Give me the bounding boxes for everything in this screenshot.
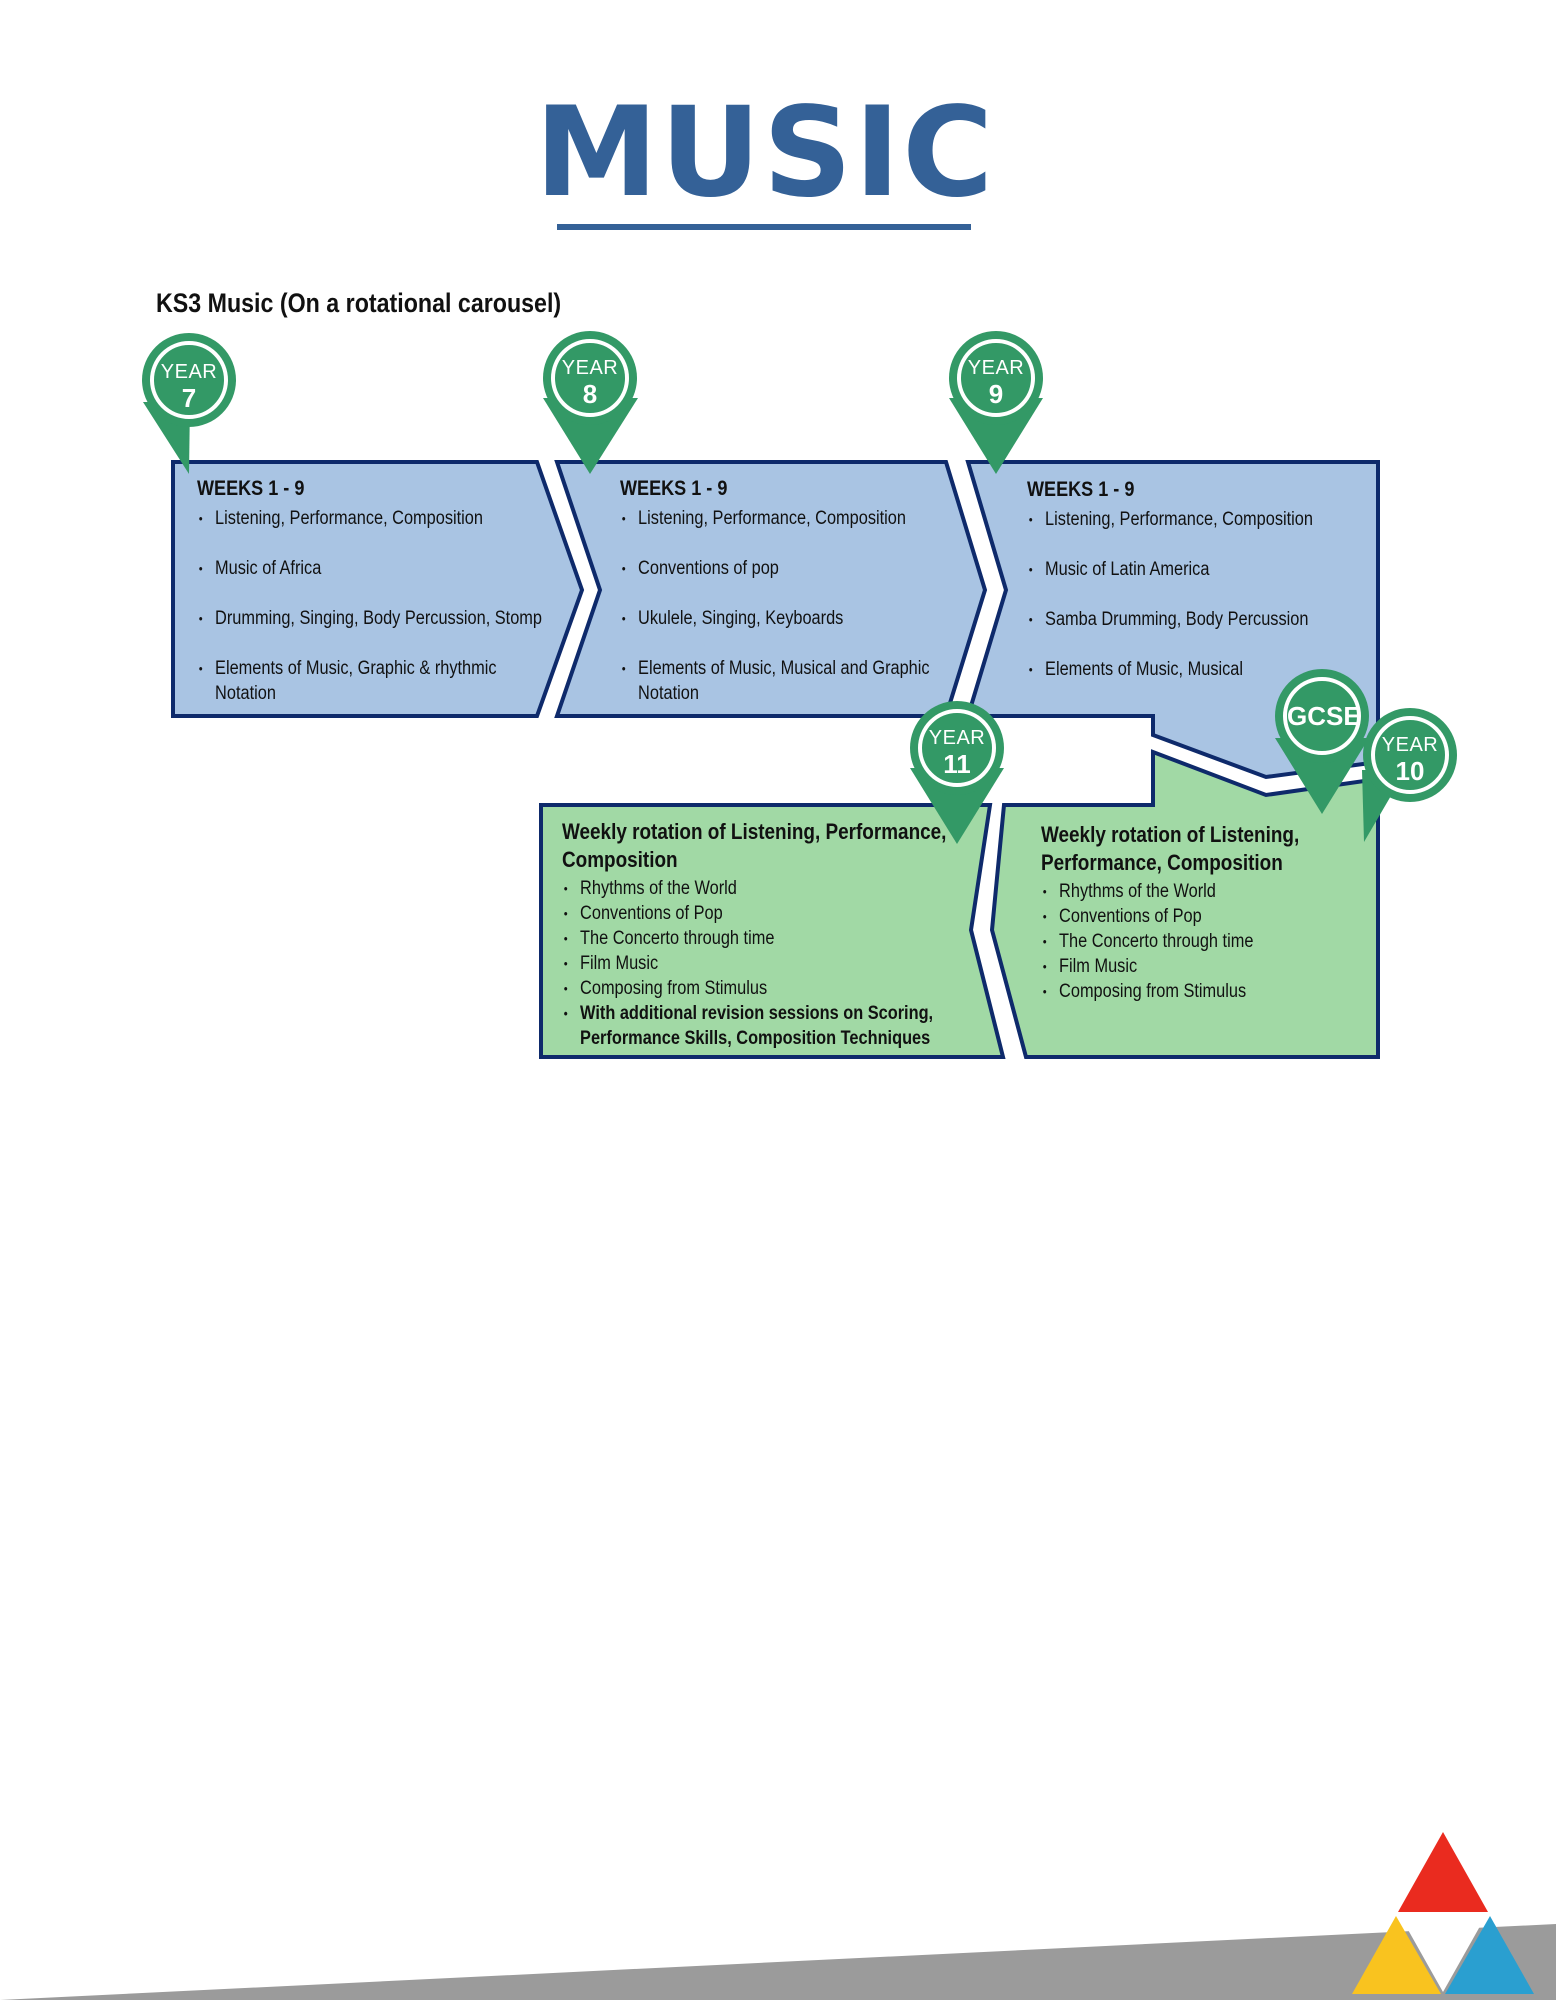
panel-heading: WEEKS 1 - 9 [197,477,305,500]
year11-pin-icon [910,701,1004,844]
list-item: Film Music [562,951,946,976]
year11-pin-label: YEAR 11 [927,728,987,777]
year10-panel: Weekly rotation of Listening, Performanc… [1041,821,1299,1004]
heading-line: Composition [562,847,678,872]
list-item: The Concerto through time [562,926,946,951]
year10-pin-label: YEAR 10 [1380,735,1440,784]
pin-label-line2: 8 [582,379,598,409]
pin-label-line1: YEAR [1381,734,1439,756]
year8-pin-label: YEAR 8 [560,358,620,407]
list-item: Conventions of Pop [1041,904,1299,929]
gcse-pin-icon [1275,669,1369,814]
panel-list: Listening, Performance, Composition Musi… [1027,507,1313,682]
list-item: Elements of Music, Graphic & rhythmic [197,656,542,681]
list-item: Listening, Performance, Composition [620,506,930,531]
heading-line: Weekly rotation of Listening, [1041,822,1300,847]
year7-pin-icon [142,333,236,474]
pin-label-line2: 11 [943,749,971,779]
year9-pin-label: YEAR 9 [966,358,1026,407]
list-item: Conventions of pop [620,556,930,581]
year9-panel: WEEKS 1 - 9 Listening, Performance, Comp… [1027,477,1313,682]
year7-pin-label: YEAR 7 [159,362,219,411]
list-item: The Concerto through time [1041,929,1299,954]
pin-label-line1: YEAR [928,727,986,749]
item-line: Notation [638,683,699,704]
section-subtitle: KS3 Music (On a rotational carousel) [156,288,562,318]
heading-line: Weekly rotation of Listening, Performanc… [562,819,947,844]
list-item-continuation: Notation [620,681,930,706]
pin-label-line2: 9 [988,379,1004,409]
pin-label-line1: YEAR [967,357,1025,379]
panel-list: Rhythms of the World Conventions of Pop … [562,876,946,1051]
panel-heading: Weekly rotation of Listening, Performanc… [1041,821,1299,877]
list-item: Composing from Stimulus [1041,979,1299,1004]
year8-pin-icon [543,331,638,474]
title-underline [557,224,971,230]
list-item-bold: With additional revision sessions on Sco… [562,1001,946,1051]
list-item: Rhythms of the World [562,876,946,901]
gcse-pin-label: GCSE [1287,701,1361,731]
year7-panel: WEEKS 1 - 9 Listening, Performance, Comp… [197,476,542,706]
year9-pin-icon [949,331,1043,474]
item-line: With additional revision sessions on Sco… [580,1003,934,1024]
list-item: Drumming, Singing, Body Percussion, Stom… [197,606,542,631]
list-item: Listening, Performance, Composition [1027,507,1313,532]
heading-line: Performance, Composition [1041,850,1283,875]
item-line: Notation [215,683,276,704]
year11-panel: Weekly rotation of Listening, Performanc… [562,818,946,1051]
panel-heading: WEEKS 1 - 9 [620,477,728,500]
panel-list: Rhythms of the World Conventions of Pop … [1041,879,1299,1004]
list-item: Samba Drumming, Body Percussion [1027,607,1313,632]
list-item: Composing from Stimulus [562,976,946,1001]
footer-band [0,1924,1556,2000]
panel-list: Listening, Performance, Composition Conv… [620,506,930,706]
year10-pin-icon [1362,708,1457,842]
list-item: Ukulele, Singing, Keyboards [620,606,930,631]
list-item: Elements of Music, Musical [1027,657,1313,682]
pin-label-line1: GCSE [1287,701,1361,731]
panel-heading: Weekly rotation of Listening, Performanc… [562,818,946,874]
list-item-continuation: Notation [197,681,542,706]
item-line: Elements of Music, Musical and Graphic [638,658,930,679]
item-line: Performance Skills, Composition Techniqu… [580,1028,931,1049]
list-item: Film Music [1041,954,1299,979]
list-item: Music of Latin America [1027,557,1313,582]
panel-heading: WEEKS 1 - 9 [1027,478,1135,501]
pin-label-line1: YEAR [561,357,619,379]
year8-panel: WEEKS 1 - 9 Listening, Performance, Comp… [620,476,930,706]
pin-label-line1: YEAR [160,361,218,383]
list-item: Conventions of Pop [562,901,946,926]
list-item: Elements of Music, Musical and Graphic [620,656,930,681]
school-logo-icon [1352,1832,1534,1994]
pin-label-line2: 7 [181,383,197,413]
pin-label-line2: 10 [1395,756,1425,786]
panel-list: Listening, Performance, Composition Musi… [197,506,542,706]
list-item: Music of Africa [197,556,542,581]
page-title: MUSIC [534,81,996,225]
item-line: Elements of Music, Graphic & rhythmic [215,658,497,679]
list-item: Rhythms of the World [1041,879,1299,904]
list-item: Listening, Performance, Composition [197,506,542,531]
